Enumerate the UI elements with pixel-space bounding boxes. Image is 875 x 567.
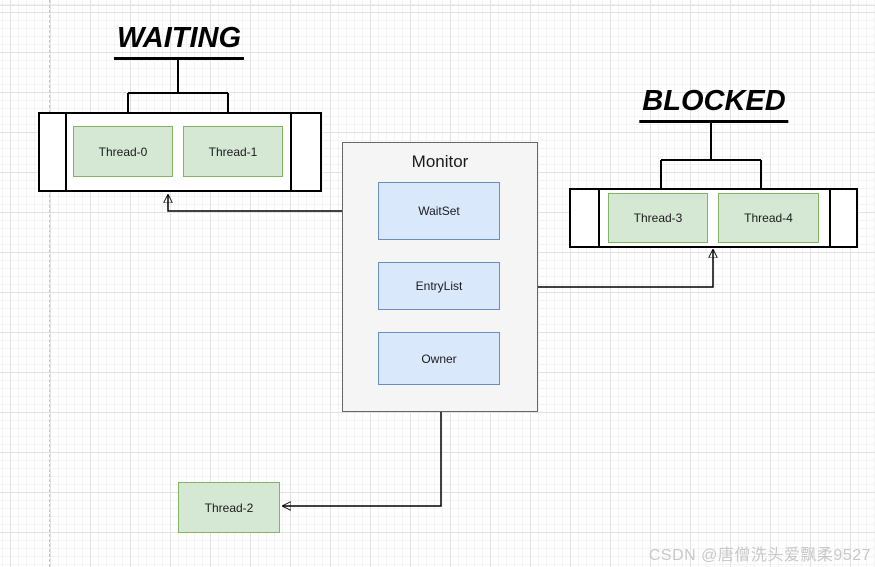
- waitset-slot: WaitSet: [378, 182, 500, 240]
- thread-0-node: Thread-0: [73, 126, 173, 177]
- owner-slot: Owner: [378, 332, 500, 385]
- queue-divider: [65, 114, 67, 190]
- thread-4-node: Thread-4: [718, 193, 819, 243]
- queue-divider: [598, 190, 600, 246]
- blocked-title: BLOCKED: [639, 87, 789, 123]
- monitor-title: Monitor: [411, 152, 469, 171]
- page-boundary-line: [49, 0, 50, 567]
- thread-3-node: Thread-3: [608, 193, 708, 243]
- entrylist-slot: EntryList: [378, 262, 500, 310]
- blocked-bracket-connector: [660, 122, 762, 192]
- thread-1-node: Thread-1: [183, 126, 283, 177]
- csdn-watermark: CSDN @唐僧洗头爱飘柔9527: [648, 547, 871, 564]
- queue-divider: [290, 114, 292, 190]
- thread-2-node: Thread-2: [178, 482, 280, 533]
- queue-divider: [829, 190, 831, 246]
- waiting-title: WAITING: [113, 24, 245, 60]
